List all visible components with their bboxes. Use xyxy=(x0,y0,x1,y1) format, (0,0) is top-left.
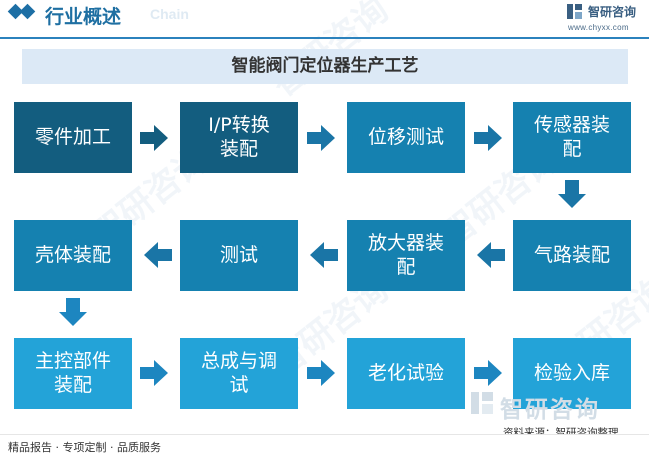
step-box-displacement-test: 位移测试 xyxy=(347,102,465,173)
brand-watermark-text: 智研咨询 xyxy=(500,397,600,423)
step-label: 传感器装 xyxy=(533,114,610,137)
step-label: 总成与调 xyxy=(200,350,277,373)
step-box-gas-path-assembly: 气路装配 xyxy=(513,220,631,291)
step-label: 配 xyxy=(396,255,416,278)
step-label: 测试 xyxy=(219,243,258,266)
step-box-parts-machining: 零件加工 xyxy=(14,102,132,173)
arrow-right-icon xyxy=(140,360,168,386)
step-label: 主控部件 xyxy=(34,350,111,373)
diagram-title: 智能阀门定位器生产工艺 xyxy=(231,56,419,76)
step-box-main-control-assembly: 主控部件装配 xyxy=(14,338,132,409)
step-box-sensor-assembly: 传感器装配 xyxy=(513,102,631,173)
step-box-assembly-and-tuning: 总成与调试 xyxy=(180,338,298,409)
diagram-title-band: 智能阀门定位器生产工艺 xyxy=(22,49,628,84)
step-label: 气路装配 xyxy=(533,243,610,266)
step-label: 壳体装配 xyxy=(34,243,111,266)
brand-logo-icon xyxy=(567,4,582,19)
header-ghost-text: Chain xyxy=(150,6,189,22)
step-label: 位移测试 xyxy=(367,125,444,148)
step-box-aging-test: 老化试验 xyxy=(347,338,465,409)
step-label: 装配 xyxy=(219,137,258,160)
header-divider xyxy=(0,37,649,39)
arrow-left-icon xyxy=(477,242,505,268)
page-header: 行业概述 Chain 智研咨询 www.chyxx.com xyxy=(0,0,649,40)
step-label: 检验入库 xyxy=(533,361,610,384)
step-label: 配 xyxy=(562,137,582,160)
arrow-right-icon xyxy=(140,125,168,151)
arrow-left-icon xyxy=(144,242,172,268)
step-label: 放大器装 xyxy=(367,232,444,255)
step-box-test: 测试 xyxy=(180,220,298,291)
chevron-icon xyxy=(19,3,36,20)
brand-logo-watermark-icon xyxy=(471,392,493,414)
step-box-ip-conversion-assembly: I/P转换装配 xyxy=(180,102,298,173)
step-box-amplifier-assembly: 放大器装配 xyxy=(347,220,465,291)
arrow-right-icon xyxy=(307,360,335,386)
arrow-right-icon xyxy=(474,125,502,151)
section-title: 行业概述 xyxy=(45,6,122,28)
step-label: 装配 xyxy=(53,373,92,396)
step-label: I/P转换 xyxy=(208,114,270,137)
step-label: 零件加工 xyxy=(34,125,111,148)
brand-name: 智研咨询 xyxy=(588,5,637,19)
step-label: 试 xyxy=(229,373,249,396)
arrow-right-icon xyxy=(474,360,502,386)
step-box-inspection-warehousing: 检验入库 xyxy=(513,338,631,409)
arrow-left-icon xyxy=(310,242,338,268)
footer-bar xyxy=(0,434,649,455)
arrow-down-icon xyxy=(59,298,87,326)
footer-tagline: 精品报告 · 专项定制 · 品质服务 xyxy=(8,441,161,454)
step-label: 老化试验 xyxy=(367,361,444,384)
arrow-right-icon xyxy=(307,125,335,151)
arrow-down-icon xyxy=(558,180,586,208)
brand-url: www.chyxx.com xyxy=(568,23,629,32)
step-box-shell-assembly: 壳体装配 xyxy=(14,220,132,291)
